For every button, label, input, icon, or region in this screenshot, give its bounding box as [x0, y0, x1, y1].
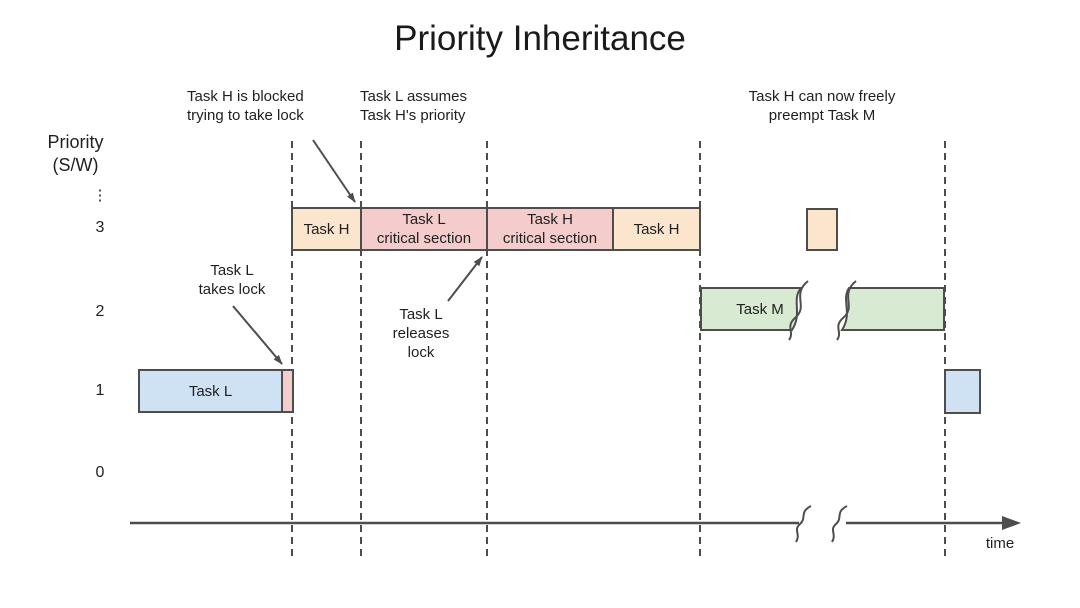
- annotation-l-takes-lock: Task L takes lock: [198, 262, 266, 298]
- bar-task-l-critical: [360, 207, 488, 251]
- bar-task-l-resume: [944, 369, 981, 414]
- annotation-arrow-takes-lock: [232, 305, 283, 365]
- task-h-critical-label: Task H critical section: [502, 211, 598, 247]
- task-h-run1-label: Task H: [303, 220, 350, 238]
- y-tick-1: 1: [95, 382, 105, 399]
- annotation-h-blocked: Task H is blocked trying to take lock: [187, 88, 304, 124]
- bar-task-l-lock-slice: [281, 369, 294, 413]
- x-axis-label: time: [985, 535, 1015, 552]
- axis-break-squiggle-1: [795, 505, 812, 543]
- task-h-run2-label: Task H: [633, 220, 680, 238]
- bar-task-h-run2: [612, 207, 701, 251]
- y-tick-0: 0: [95, 464, 105, 481]
- bar-task-h-slice: [806, 208, 838, 251]
- y-axis-ellipsis: ⋮: [92, 187, 108, 204]
- bar-task-m-right: [840, 287, 945, 331]
- task-l-critical-label: Task L critical section: [376, 211, 472, 247]
- annotation-h-preempt: Task H can now freely preempt Task M: [748, 88, 896, 124]
- axis-break-squiggle-2: [831, 505, 848, 543]
- task-l-label: Task L: [188, 382, 233, 400]
- bar-task-l: [138, 369, 283, 413]
- task-m-break-squiggle-2: [836, 280, 857, 341]
- annotation-l-releases-lock: Task L releases lock: [392, 306, 450, 361]
- annotation-arrow-releases-lock: [447, 256, 483, 302]
- bar-task-h-critical: [486, 207, 614, 251]
- diagram-title: Priority Inheritance: [394, 19, 686, 58]
- y-tick-3: 3: [95, 219, 105, 236]
- task-m-break-squiggle-1: [788, 280, 809, 341]
- y-tick-2: 2: [95, 303, 105, 320]
- bar-task-h-run1: [291, 207, 362, 251]
- annotation-arrow-blocked: [312, 139, 356, 203]
- task-m-label: Task M: [736, 300, 784, 318]
- annotation-l-assumes: Task L assumes Task H's priority: [360, 88, 467, 124]
- y-axis-label: Priority (S/W): [47, 132, 104, 175]
- time-axis-arrowhead: [1002, 516, 1021, 530]
